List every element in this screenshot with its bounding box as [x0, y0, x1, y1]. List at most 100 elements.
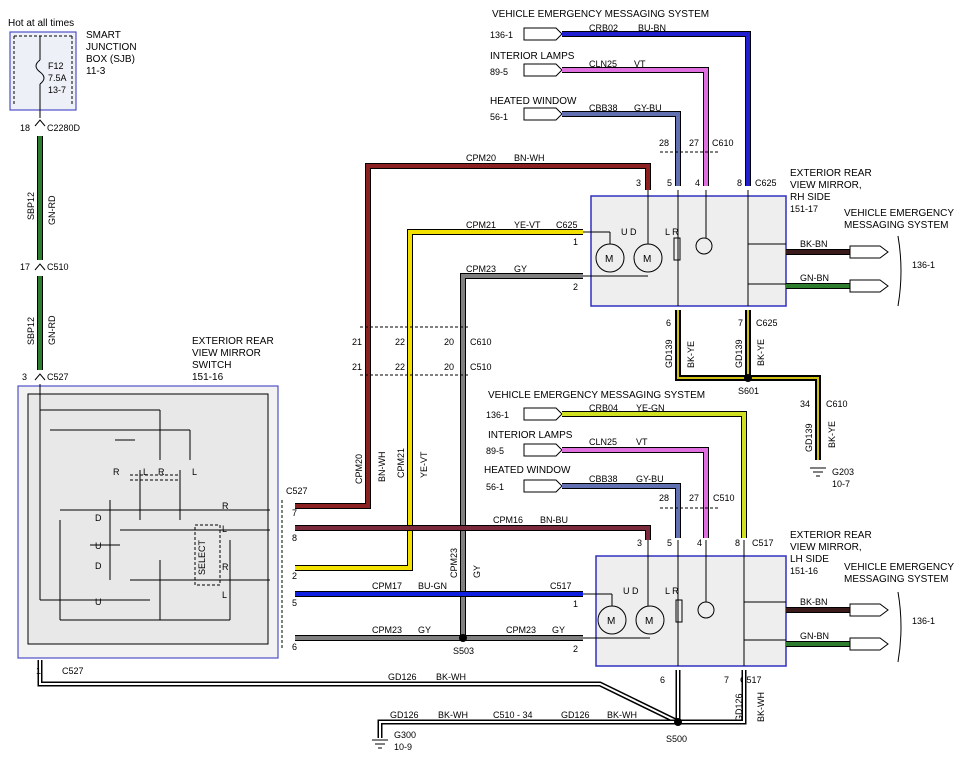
svg-text:2: 2 [573, 644, 578, 654]
svg-text:SBP12: SBP12 [26, 192, 36, 220]
fuse-amps: 7.5A [48, 73, 67, 83]
motor-icon [635, 605, 665, 635]
svg-text:CPM21: CPM21 [466, 220, 496, 230]
lamp-icon [675, 599, 683, 623]
svg-text:GY: GY [418, 625, 431, 635]
svg-text:1: 1 [573, 599, 578, 609]
svg-text:GN-BN: GN-BN [800, 631, 829, 641]
svg-text:BK-BN: BK-BN [800, 597, 828, 607]
svg-text:C2280D: C2280D [47, 123, 81, 133]
svg-text:G203: G203 [832, 467, 854, 477]
svg-text:5: 5 [667, 538, 672, 548]
svg-text:C517: C517 [740, 675, 762, 685]
svg-text:10-7: 10-7 [832, 479, 850, 489]
svg-text:M: M [645, 616, 653, 627]
svg-text:U: U [95, 541, 102, 551]
svg-text:136-1: 136-1 [912, 616, 935, 626]
svg-text:6: 6 [292, 642, 297, 652]
fuse-id: F12 [48, 61, 64, 71]
svg-text:MESSAGING SYSTEM: MESSAGING SYSTEM [844, 220, 948, 231]
svg-text:17: 17 [20, 262, 30, 272]
svg-text:YE-VT: YE-VT [419, 451, 429, 478]
svg-text:GD126: GD126 [388, 672, 417, 682]
svg-text:5: 5 [292, 598, 297, 608]
svg-text:C527: C527 [62, 666, 84, 676]
svg-text:L R: L R [665, 227, 679, 237]
svg-text:INTERIOR LAMPS: INTERIOR LAMPS [490, 51, 575, 62]
connector-tab-icon [523, 63, 563, 77]
svg-text:BU-BN: BU-BN [638, 23, 666, 33]
sjb-title-1: SMART [86, 30, 121, 41]
svg-text:INTERIOR LAMPS: INTERIOR LAMPS [488, 430, 573, 441]
sjb-ref: 11-3 [86, 66, 106, 77]
svg-text:6: 6 [660, 675, 665, 685]
svg-text:151-16: 151-16 [790, 566, 818, 576]
svg-text:BK-WH: BK-WH [436, 672, 466, 682]
svg-text:CRB02: CRB02 [589, 23, 618, 33]
connector-tab-icon [523, 479, 563, 493]
svg-text:10-9: 10-9 [394, 742, 412, 752]
svg-text:LH SIDE: LH SIDE [790, 554, 829, 565]
svg-text:21: 21 [352, 362, 362, 372]
svg-text:YE-GN: YE-GN [636, 403, 665, 413]
heater-icon [695, 237, 713, 255]
svg-text:CBB38: CBB38 [589, 474, 618, 484]
svg-text:D: D [95, 513, 102, 523]
svg-text:L R: L R [665, 586, 679, 596]
svg-text:BN-WH: BN-WH [377, 452, 387, 483]
svg-text:18: 18 [20, 123, 30, 133]
ground-section [37, 660, 747, 749]
ground-icon [372, 739, 388, 749]
svg-text:GD139: GD139 [664, 339, 674, 368]
connector-tab-icon [523, 407, 563, 421]
svg-text:4: 4 [695, 178, 700, 188]
svg-text:R: R [222, 501, 229, 511]
svg-text:U D: U D [623, 586, 639, 596]
connector-tab-icon [849, 245, 889, 259]
svg-text:C527: C527 [286, 486, 308, 496]
svg-text:C517: C517 [550, 581, 572, 591]
svg-text:EXTERIOR REAR: EXTERIOR REAR [192, 336, 274, 347]
svg-text:2: 2 [573, 282, 578, 292]
svg-text:2: 2 [292, 571, 297, 581]
svg-text:CRB04: CRB04 [589, 403, 618, 413]
lamp-icon [673, 237, 681, 261]
svg-text:GY: GY [514, 264, 527, 274]
svg-text:89-5: 89-5 [490, 67, 508, 77]
svg-text:CPM17: CPM17 [372, 581, 402, 591]
smart-junction-box: Hot at all times F12 7.5A 13-7 SMART JUN… [8, 18, 137, 118]
splice-dot [674, 718, 682, 726]
svg-text:R: R [113, 467, 120, 477]
connector-icon [34, 263, 46, 271]
svg-text:RH SIDE: RH SIDE [790, 192, 831, 203]
svg-text:MESSAGING SYSTEM: MESSAGING SYSTEM [844, 574, 948, 585]
svg-text:20: 20 [444, 362, 454, 372]
mid-connectors: 21 22 20 C610 21 22 20 C510 CPM20 BN-WH … [352, 326, 492, 656]
svg-text:HEATED WINDOW: HEATED WINDOW [484, 465, 571, 476]
svg-text:L: L [192, 467, 197, 477]
svg-text:3: 3 [636, 178, 641, 188]
svg-text:YE-VT: YE-VT [514, 220, 541, 230]
svg-text:BK-WH: BK-WH [607, 710, 637, 720]
svg-text:M: M [605, 254, 613, 265]
connector-tab-icon [523, 443, 563, 457]
svg-text:GD126: GD126 [561, 710, 590, 720]
svg-text:8: 8 [292, 533, 297, 543]
svg-text:4: 4 [697, 538, 702, 548]
svg-text:151-17: 151-17 [790, 204, 818, 214]
fuse-icon [35, 59, 45, 85]
connector-tab-icon [849, 279, 889, 293]
svg-text:CLN25: CLN25 [589, 59, 617, 69]
svg-text:EXTERIOR REAR: EXTERIOR REAR [790, 168, 872, 179]
ground-icon [810, 467, 826, 477]
connector-tab-icon [523, 27, 563, 41]
lh-motor-group: M M U D L R [583, 540, 786, 666]
svg-text:VT: VT [634, 59, 646, 69]
svg-text:28: 28 [659, 493, 669, 503]
svg-text:CPM23: CPM23 [372, 625, 402, 635]
splice-dot [744, 374, 752, 382]
svg-text:22: 22 [395, 362, 405, 372]
svg-text:U: U [95, 597, 102, 607]
svg-text:89-5: 89-5 [486, 446, 504, 456]
